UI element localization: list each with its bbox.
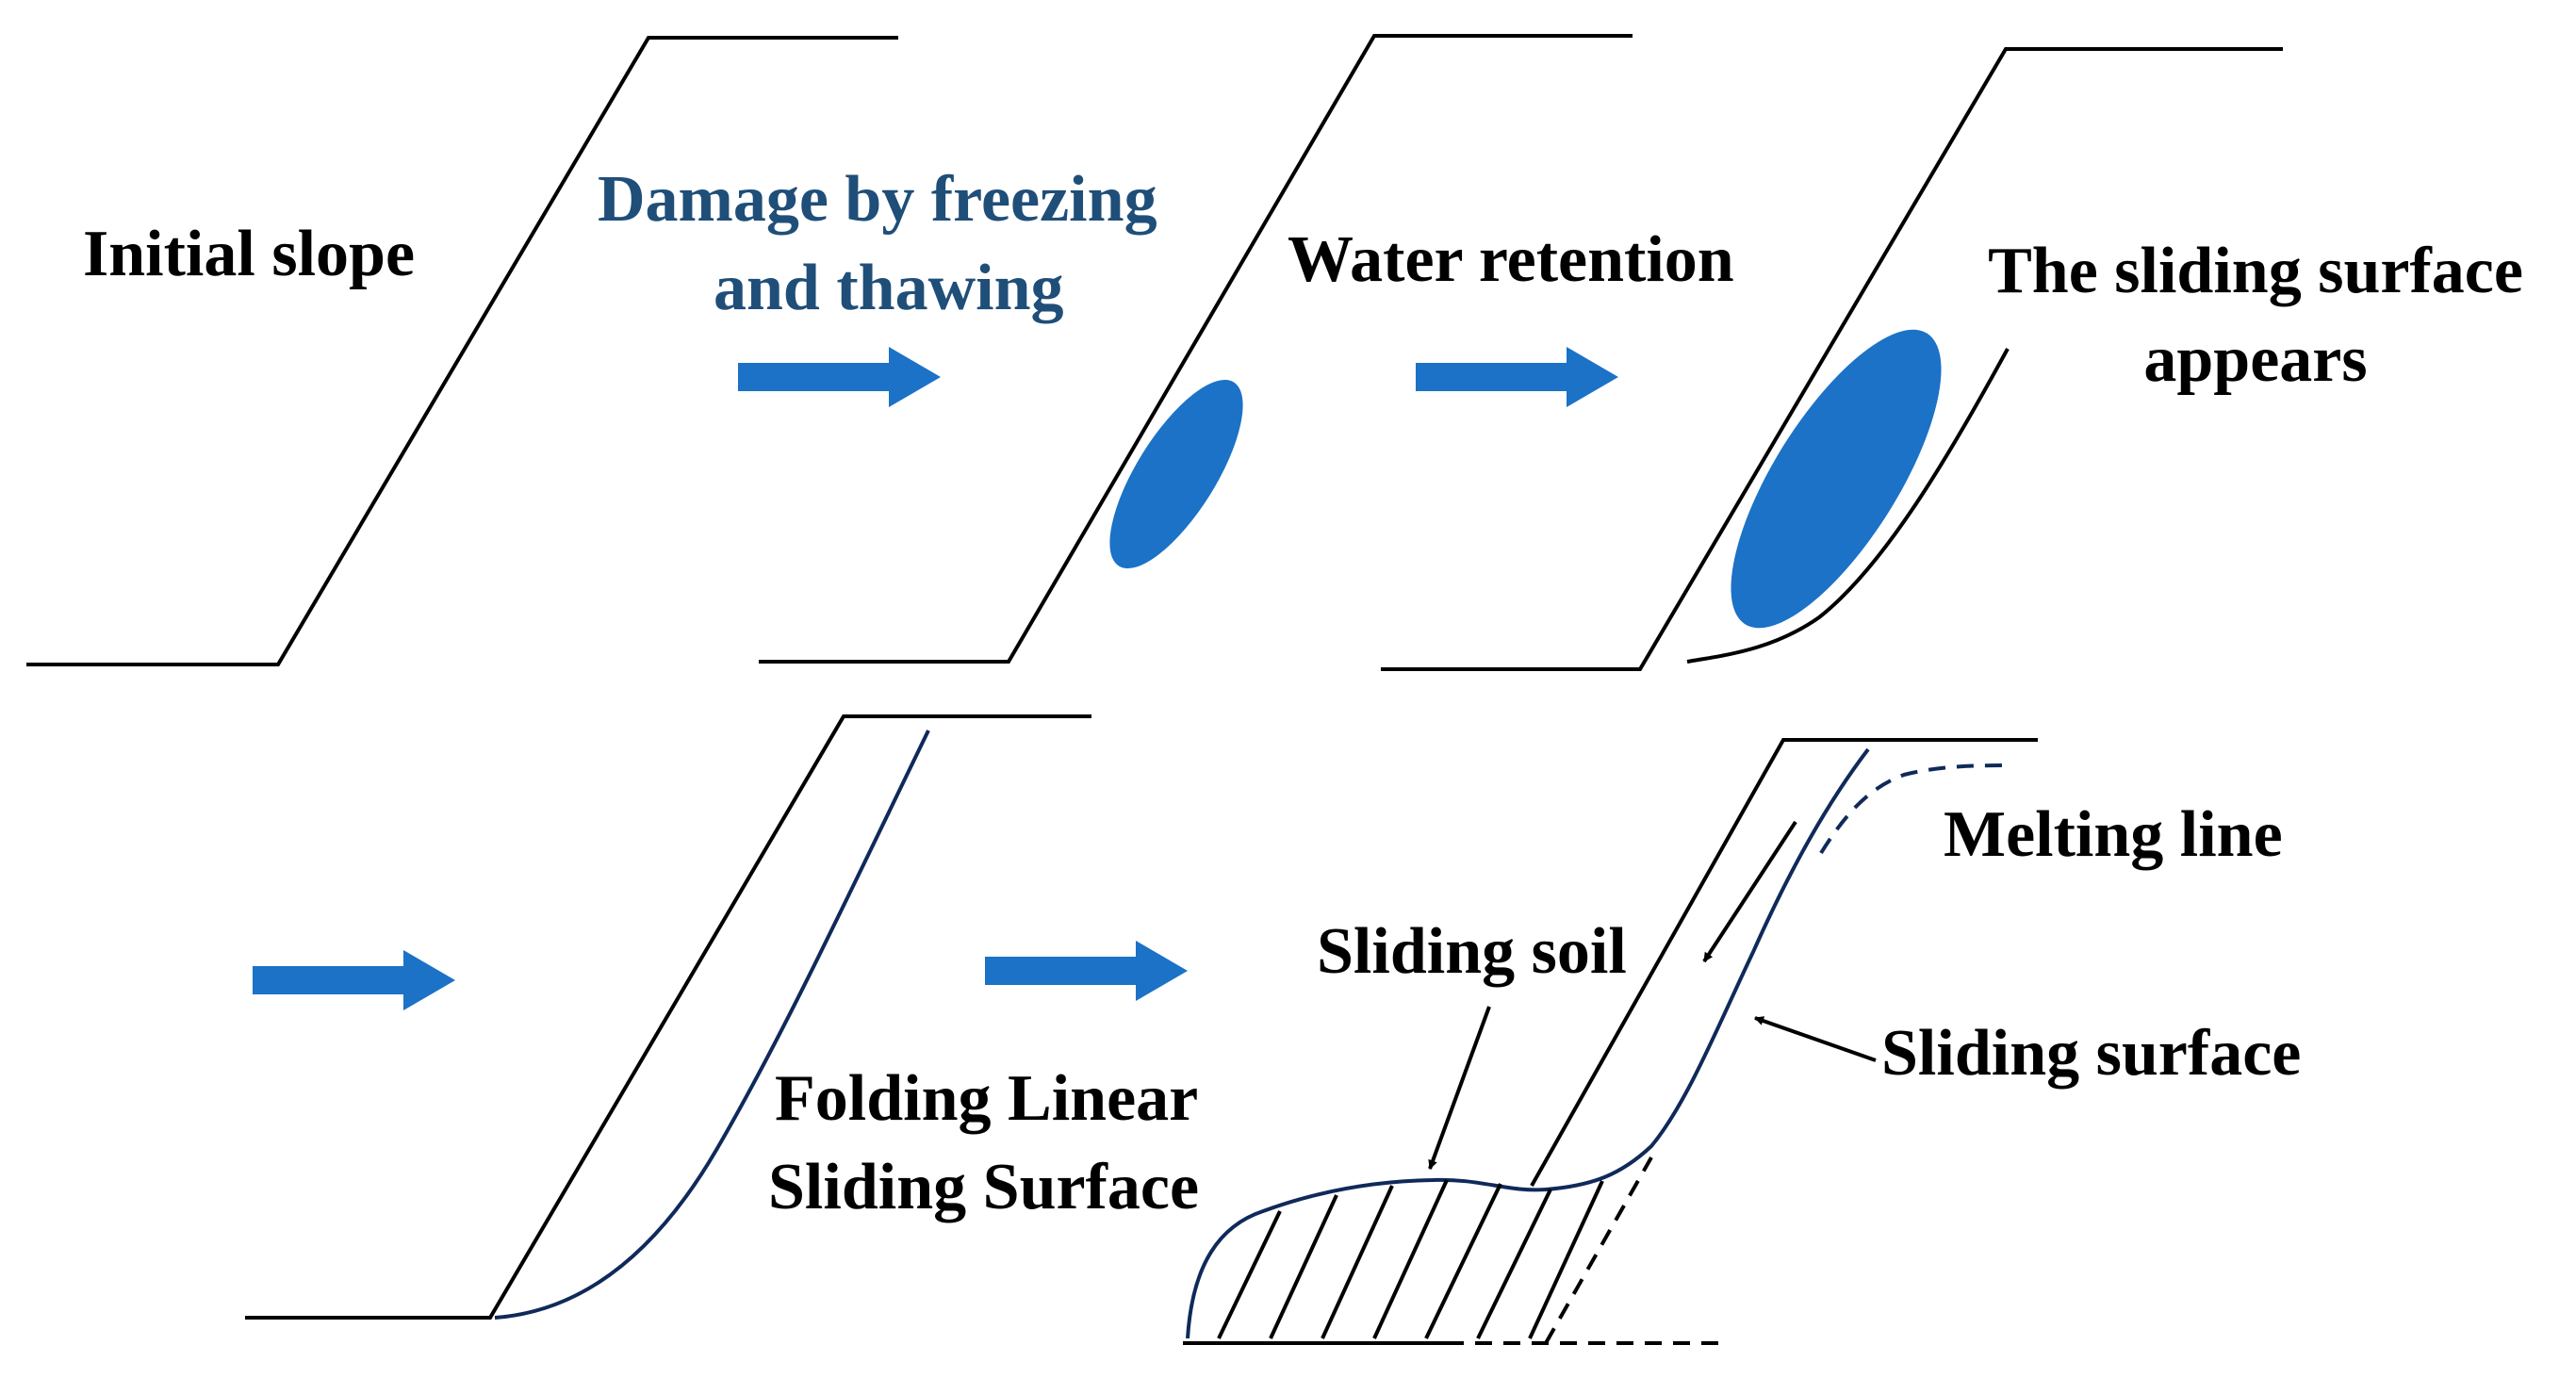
- right-arrow-icon: [738, 347, 941, 407]
- folding-sliding-curve: [494, 730, 930, 1320]
- right-arrow-icon: [985, 941, 1188, 1001]
- melting-line: [1819, 763, 2013, 855]
- sliding-soil-label: Sliding soil: [1317, 915, 1627, 988]
- sliding-surface-label: Sliding surface: [1881, 1017, 2302, 1090]
- sliding-soil-hatch: [1217, 1179, 1604, 1339]
- water-ellipse-icon: [1109, 379, 1243, 569]
- damage-label-line2: and thawing: [714, 252, 1064, 324]
- initial-slope-profile: [26, 36, 898, 666]
- folding-slope-profile: [245, 714, 1091, 1320]
- folding-label-line1: Folding Linear: [775, 1062, 1199, 1135]
- emerging-sliding-surface: [1686, 348, 2010, 664]
- sliding-surface-appears-line1: The sliding surface: [1988, 235, 2523, 307]
- folding-label-line2: Sliding Surface: [768, 1151, 1200, 1223]
- initial-slope-label: Initial slope: [83, 218, 416, 290]
- damage-label-line1: Damage by freezing: [598, 163, 1157, 236]
- sliding-slope-profile: [1183, 738, 2038, 1345]
- melting-line-label: Melting line: [1944, 798, 2283, 871]
- right-arrow-icon: [253, 950, 455, 1010]
- right-arrow-icon: [1416, 347, 1618, 407]
- retention-slope-profile: [1381, 47, 2283, 671]
- water-ellipse-icon: [1731, 329, 1942, 629]
- sliding-surface-appears-line2: appears: [2143, 323, 2368, 396]
- damaged-slope-profile: [759, 34, 1633, 664]
- sliding-surface-curve: [1186, 747, 1870, 1339]
- sliding-surface-pointer: [1754, 1016, 1877, 1062]
- water-retention-label: Water retention: [1288, 223, 1734, 296]
- down-left-arrow-icon: [1702, 820, 1797, 963]
- sliding-soil-pointer: [1428, 1006, 1491, 1170]
